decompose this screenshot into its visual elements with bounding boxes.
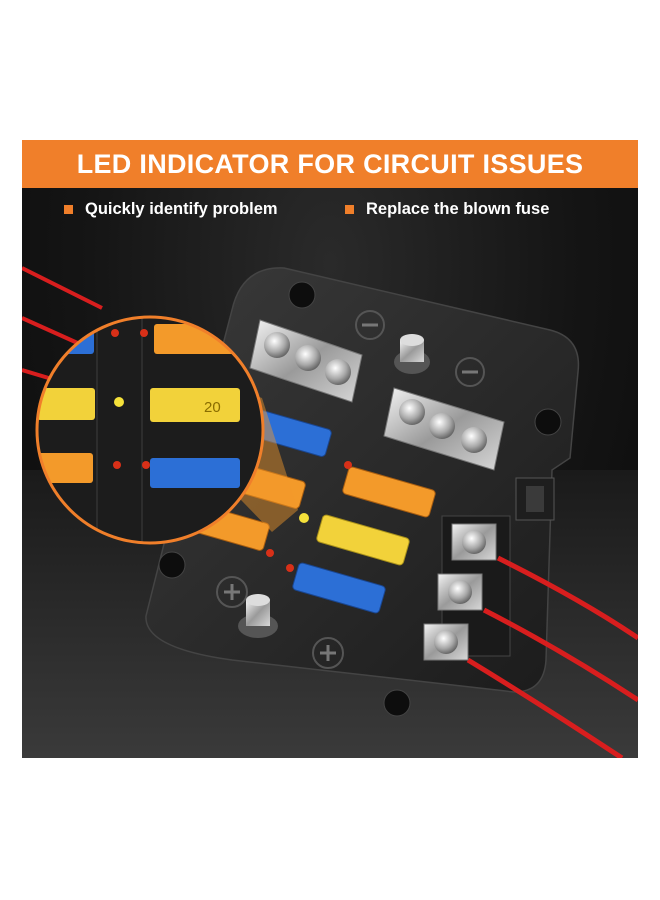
headline-banner: LED INDICATOR FOR CIRCUIT ISSUES [22,140,638,188]
product-image-panel: 20 LED INDICATOR FOR CIRCUIT ISSUES Quic… [22,140,638,758]
led-indicator [299,513,309,523]
fuse-block [145,267,638,758]
positive-stud [238,594,278,638]
minus-symbol [455,357,485,387]
zoom-fuse-orange [37,453,93,483]
feature-bullet: Replace the blown fuse [345,200,549,219]
zoom-fuse-yellow [37,388,95,420]
bullet-square-icon [64,205,73,214]
bullet-square-icon [345,205,354,214]
led-indicator [344,461,352,469]
zoom-fuse-yellow [150,388,240,422]
fuse-slot [316,514,410,566]
feature-bullet: Quickly identify problem [64,200,278,219]
feature-bullet-text: Replace the blown fuse [366,200,550,218]
mount-hole [534,408,562,436]
negative-busbar-right [383,387,505,471]
fuse-block-photo: 20 [22,266,638,758]
led-indicator [140,329,148,337]
led-indicator [111,329,119,337]
led-indicator [113,461,121,469]
mount-hole [158,551,186,579]
negative-stud [394,334,430,374]
output-terminals [423,477,555,661]
led-indicator [142,461,150,469]
zoom-fuse-blue [150,458,240,488]
minus-symbol [355,310,385,340]
mount-hole [383,689,411,717]
feature-bullet-text: Quickly identify problem [85,200,278,218]
zoom-fuse-label: 20 [204,399,221,416]
right-wires [466,555,638,758]
mount-hole [288,281,316,309]
plus-symbol [312,637,344,669]
plus-symbol [216,576,248,608]
banner-title: LED INDICATOR FOR CIRCUIT ISSUES [76,148,584,179]
led-indicator [266,549,274,557]
negative-busbar-left [249,319,363,403]
fuse-slot [342,466,436,518]
led-indicator [286,564,294,572]
led-indicator [114,397,124,407]
fuse-slot [292,562,386,614]
